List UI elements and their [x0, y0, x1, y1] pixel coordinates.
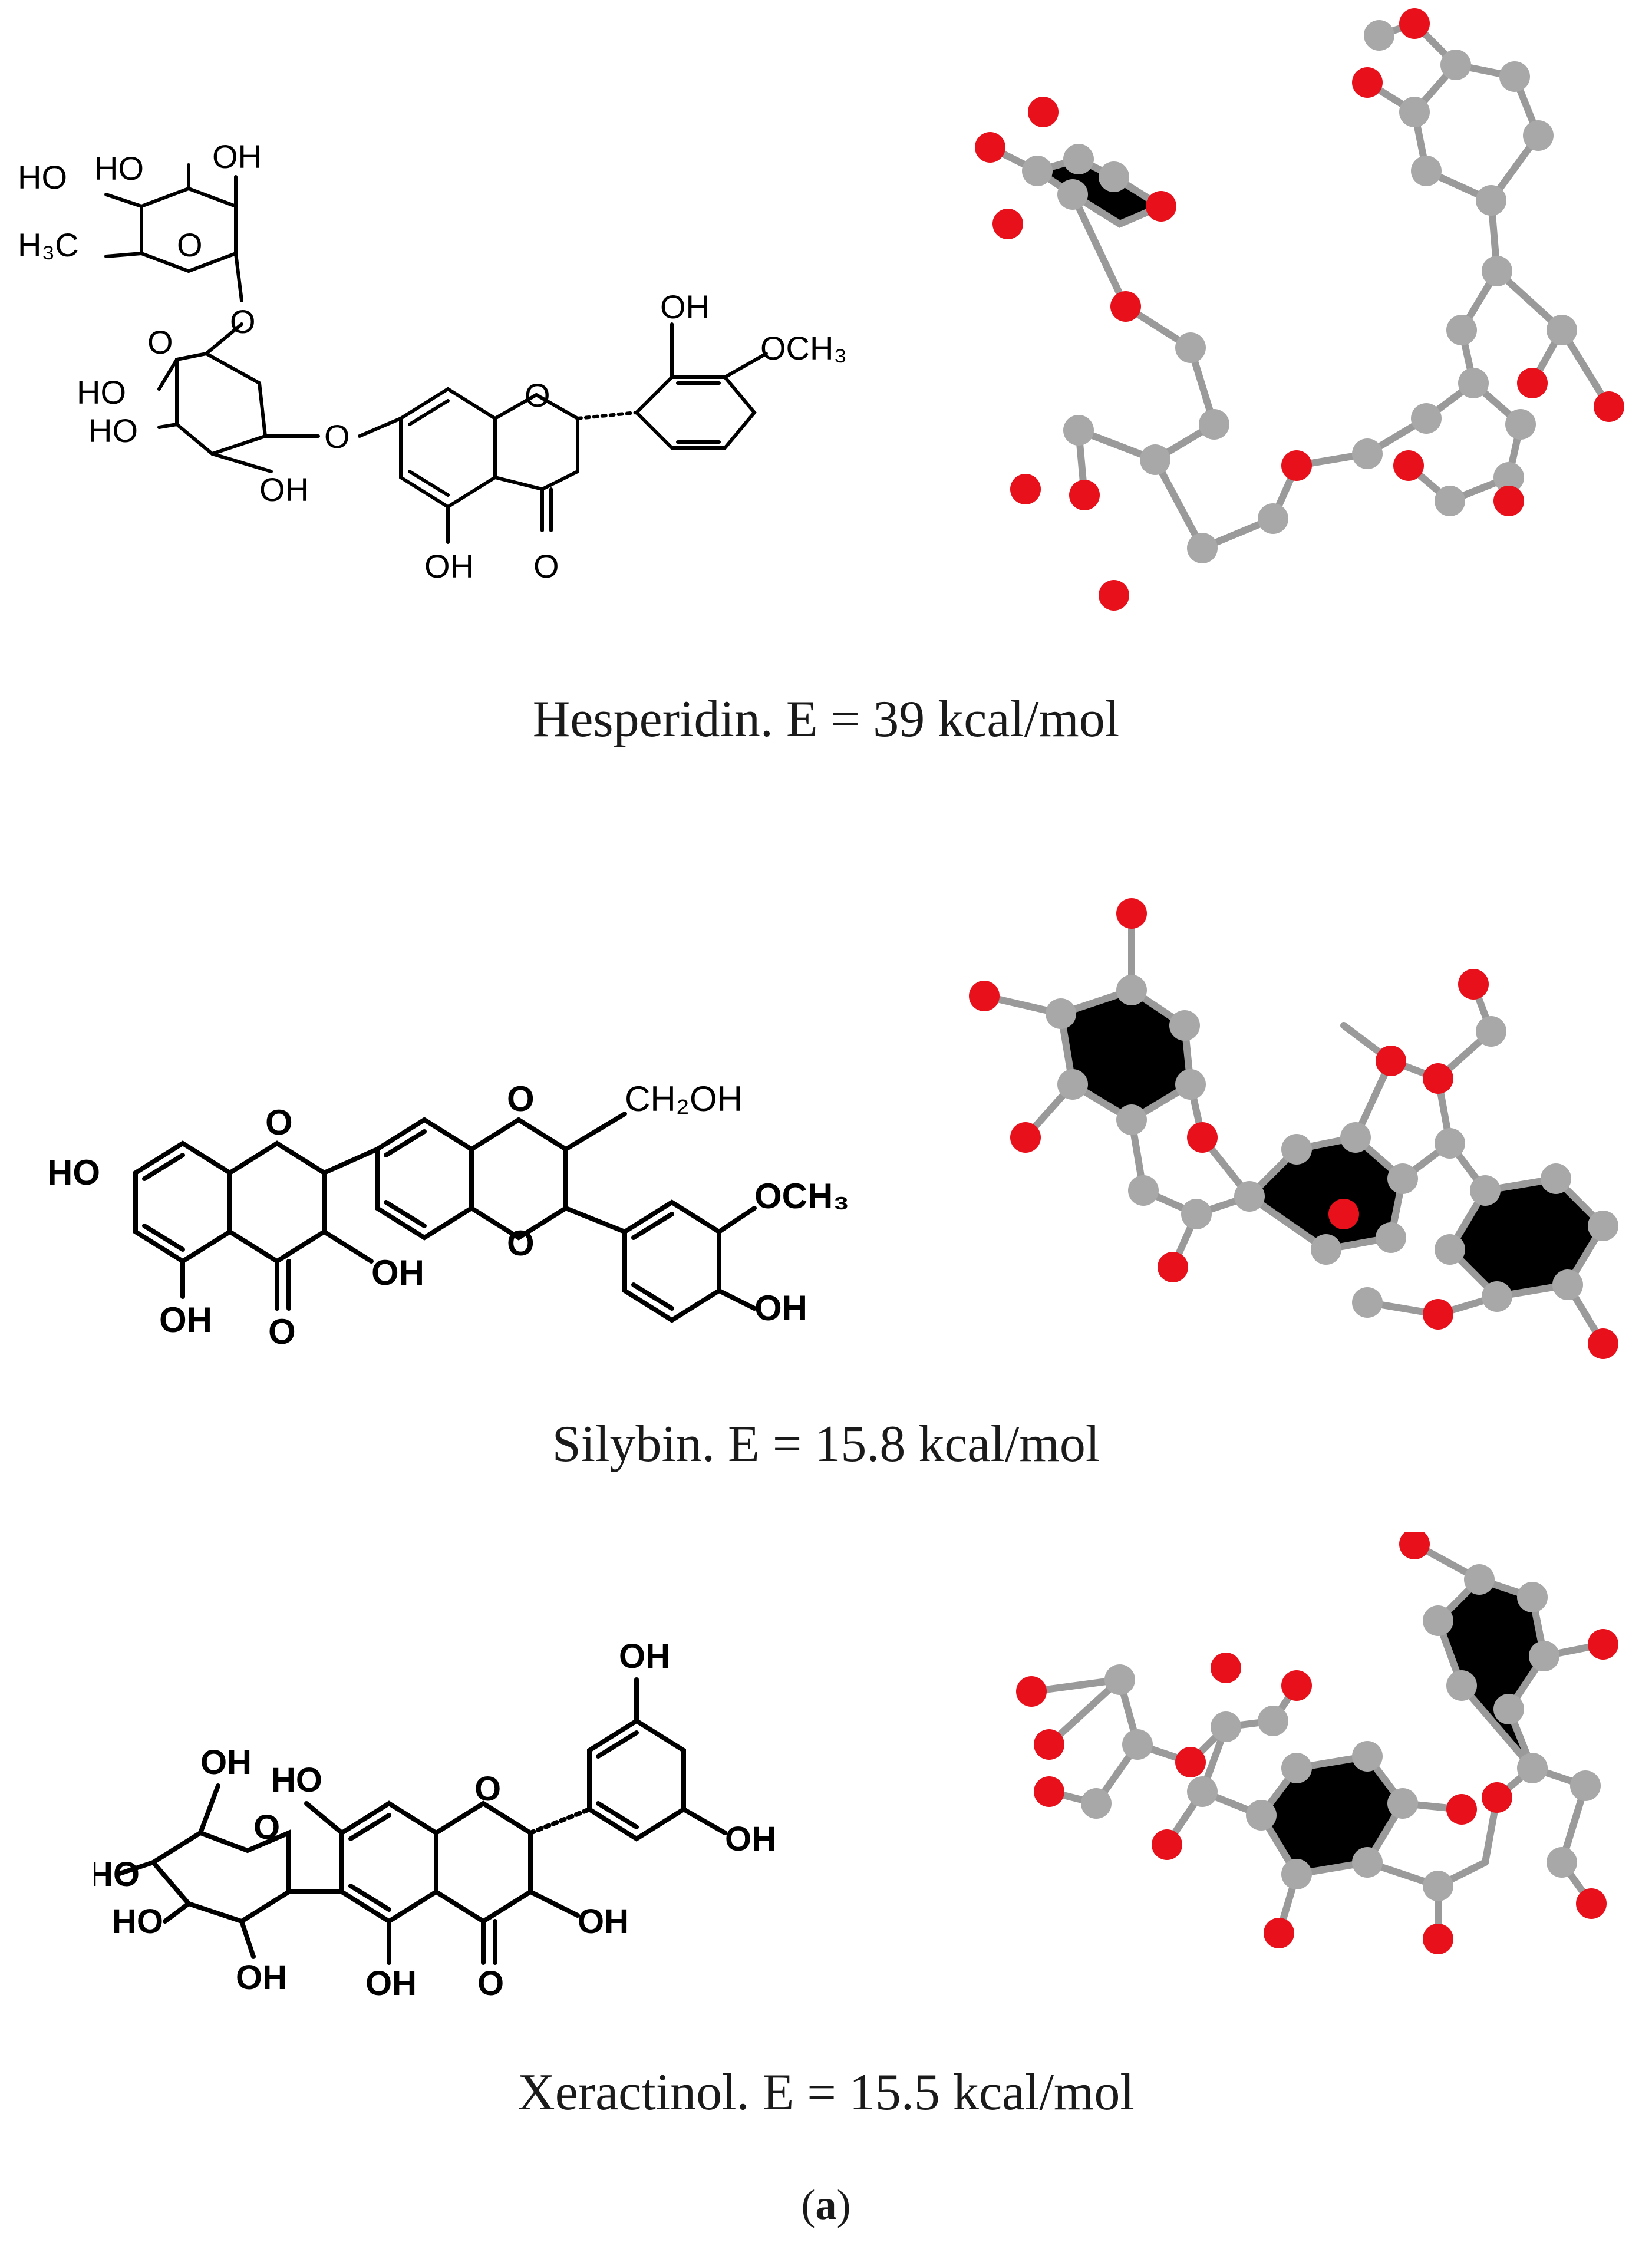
label-text: O — [230, 303, 256, 340]
label-text: HO — [18, 159, 67, 196]
label-text: O — [177, 226, 203, 263]
label-text: O — [477, 1964, 504, 2003]
label-text: O — [268, 1312, 296, 1351]
panel-label: (a) — [801, 2181, 851, 2228]
label-text: O — [253, 1808, 280, 1846]
hesperidin-structure-2d: HO HO OH H₃C O O HO HO OH O OH OCH₃ O OH… — [18, 138, 847, 585]
label-text: OCH₃ — [760, 329, 847, 367]
label-text: OH — [725, 1820, 776, 1858]
label-text: OH — [259, 471, 309, 508]
label-text: O — [265, 1103, 293, 1142]
label-text: OH — [578, 1902, 629, 1941]
label-text: HO — [94, 150, 144, 187]
label-text: OH — [619, 1637, 670, 1676]
xeractinol-caption: Xeractinol. E = 15.5 kcal/mol — [517, 2064, 1135, 2121]
label-text: OH — [200, 1743, 252, 1782]
label-text: OH — [371, 1253, 424, 1292]
label-text: O — [507, 1224, 535, 1263]
label-text: OH — [424, 548, 474, 585]
xeractinol-structure-2d: OH OH HO O OH HO HO O OH OH O OH — [94, 1637, 776, 2003]
xeractinol-model-3d — [1016, 1532, 1618, 1954]
label-text: OH — [754, 1288, 807, 1328]
label-text: OH — [660, 288, 710, 325]
label-text: O — [474, 1770, 501, 1808]
label-text: O — [533, 548, 559, 585]
label-text: O — [507, 1079, 535, 1119]
hesperidin-caption: Hesperidin. E = 39 kcal/mol — [532, 691, 1120, 748]
label-text: OH — [212, 138, 262, 175]
label-text: HO — [94, 1855, 140, 1894]
label-text: HO — [112, 1902, 163, 1941]
label-text: OH — [159, 1300, 212, 1340]
silybin-structure-2d: HO O O O CH₂OH OCH₃ OH OH O OH — [47, 1079, 849, 1351]
label-text: OH — [236, 1958, 287, 1997]
label-text: HO — [77, 374, 126, 411]
label-text: O — [324, 418, 350, 455]
label-text: O — [147, 324, 173, 361]
silybin-caption: Silybin. E = 15.8 kcal/mol — [552, 1416, 1100, 1473]
label-text: CH₂OH — [625, 1079, 743, 1119]
label-text: O — [525, 377, 550, 414]
panel-label-letter: a — [815, 2181, 837, 2228]
label-text: HO — [88, 412, 138, 449]
label-text: OCH₃ — [754, 1176, 849, 1216]
label-text: HO — [47, 1153, 100, 1192]
silybin-model-3d — [969, 898, 1618, 1359]
hesperidin-model-3d — [975, 8, 1624, 611]
label-text: H₃C — [18, 226, 79, 263]
label-text: HO — [271, 1761, 322, 1799]
label-text: OH — [365, 1964, 417, 2003]
